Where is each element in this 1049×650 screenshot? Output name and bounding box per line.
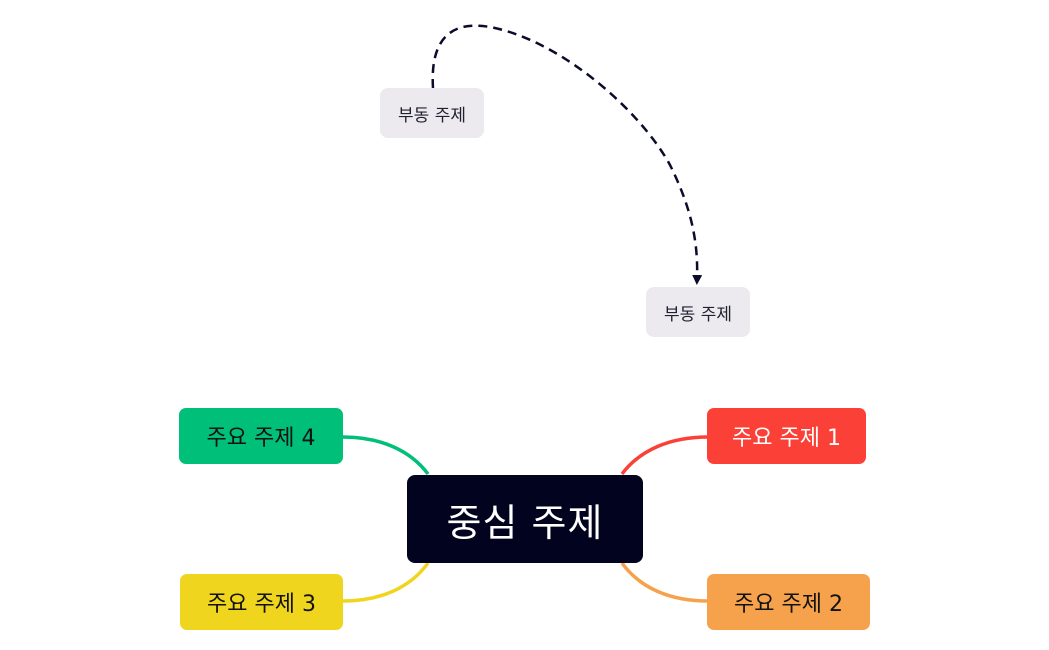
main-topic-1[interactable]: 주요 주제 1 xyxy=(707,408,866,464)
central-topic[interactable]: 중심 주제 xyxy=(407,475,643,563)
central-topic-label: 중심 주제 xyxy=(446,500,604,545)
main-topic-2[interactable]: 주요 주제 2 xyxy=(707,574,870,630)
branch-connector-4 xyxy=(342,435,430,476)
main-topic-3[interactable]: 주요 주제 3 xyxy=(180,574,343,630)
main-topic-4-label: 주요 주제 4 xyxy=(206,426,316,451)
floating-topic-2[interactable]: 부동 주제 xyxy=(646,287,750,337)
branch-connector-2 xyxy=(620,561,709,603)
branch-connector-1 xyxy=(620,435,709,476)
floating-topic-1-label: 부동 주제 xyxy=(398,105,466,126)
branch-connector-3 xyxy=(342,561,430,603)
main-topic-2-label: 주요 주제 2 xyxy=(734,592,843,617)
main-topic-1-label: 주요 주제 1 xyxy=(732,426,841,451)
floating-topic-1[interactable]: 부동 주제 xyxy=(380,88,484,138)
main-topic-3-label: 주요 주제 3 xyxy=(207,592,316,617)
main-topic-4[interactable]: 주요 주제 4 xyxy=(179,408,343,464)
relationship-arrow[interactable] xyxy=(431,24,703,285)
floating-topic-2-label: 부동 주제 xyxy=(664,304,732,325)
